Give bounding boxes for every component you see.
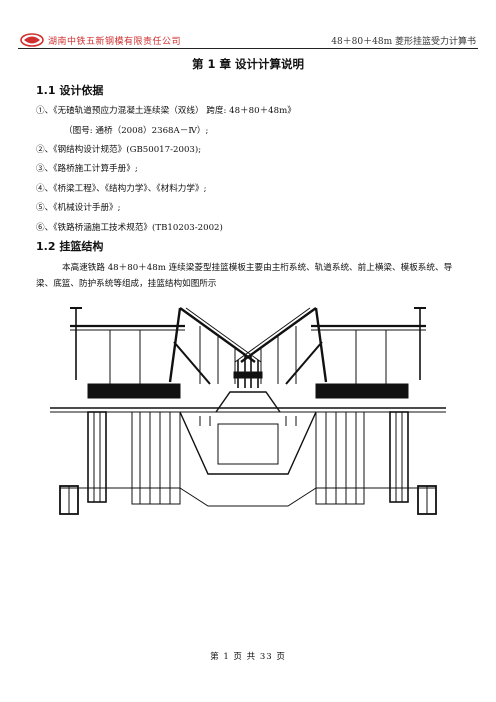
company-logo-icon xyxy=(20,33,44,47)
reference-item: ⑥、《铁路桥涵施工技术规范》(TB10203-2002) xyxy=(36,223,223,233)
reference-item: ⑤、《机械设计手册》; xyxy=(36,203,121,213)
company-name: 湖南中铁五新钢模有限责任公司 xyxy=(48,37,182,47)
structure-description: 本高速铁路 48＋80＋48m 连续梁菱型挂篮模板主要由主桁系统、轨道系统、前上… xyxy=(36,263,453,289)
document-title: 48＋80＋48m 菱形挂篮受力计算书 xyxy=(331,37,476,47)
chapter-title: 第 1 章 设计计算说明 xyxy=(191,57,304,71)
section-heading-design-basis: 1.1 设计依据 xyxy=(36,84,104,97)
reference-item: ④、《桥梁工程》、《结构力学》、《材料力学》; xyxy=(36,184,207,194)
page-footer: 第 1 页 共 33 页 xyxy=(210,652,286,662)
page-header: 湖南中铁五新钢模有限责任公司 48＋80＋48m 菱形挂篮受力计算书 xyxy=(18,33,478,49)
reference-item: ③、《路桥施工计算手册》; xyxy=(36,164,138,174)
reference-item: ②、《钢结构设计规范》(GB50017-2003); xyxy=(36,145,202,155)
hanging-basket-drawing xyxy=(50,307,446,515)
reference-item: （图号: 通桥（2008）2368A－Ⅳ）; xyxy=(64,126,209,136)
section-heading-basket-structure: 1.2 挂篮结构 xyxy=(36,240,104,253)
reference-item: ①、《无碴轨道预应力混凝土连续梁（双线） 跨度: 48＋80＋48m》 xyxy=(36,106,296,116)
